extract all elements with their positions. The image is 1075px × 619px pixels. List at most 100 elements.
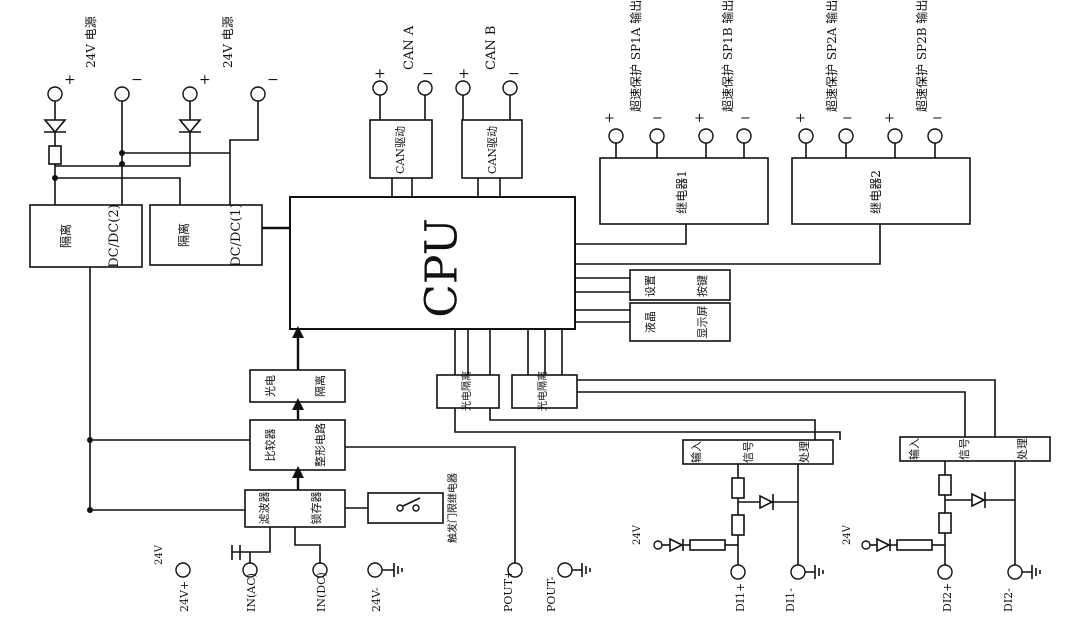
sign: +: [604, 111, 615, 126]
di2-minus-terminal: [1007, 564, 1023, 580]
diode-icon: [876, 537, 891, 553]
fuse-icon: [48, 145, 62, 165]
input2-line2: 信号: [958, 438, 971, 460]
lcd-line2: 显示屏: [696, 306, 709, 339]
sp2b-minus-terminal: [927, 128, 943, 144]
can-a-plus-terminal: [372, 80, 388, 96]
can-b-label: CAN B: [484, 26, 499, 70]
input2-line3: 处理: [1016, 438, 1029, 460]
resistor-icon: [938, 512, 952, 534]
pout-minus-terminal: [557, 562, 573, 578]
settings-block: 设置 按键: [629, 269, 731, 301]
arrow-up-icon: [292, 398, 304, 410]
power1-minus-terminal: [114, 86, 130, 102]
can-driver-a-label: CAN驱动: [394, 126, 407, 174]
relay1-label: 继电器1: [675, 170, 689, 214]
sp2a-plus-terminal: [798, 128, 814, 144]
ground-icon: [1022, 565, 1041, 579]
relay1-block: [599, 157, 769, 225]
resistor-icon: [689, 539, 726, 551]
di1-circuit: DI1+ DI1- 24V: [632, 464, 824, 612]
can-section: + − + − CAN A CAN B CAN驱动 CAN驱动: [369, 25, 523, 197]
sp2b-label: 超速保护 SP2B 输出: [914, 0, 929, 112]
can-a-minus-terminal: [417, 80, 433, 96]
sp1b-minus-terminal: [736, 128, 752, 144]
cpu-label: CPU: [417, 218, 468, 318]
di1-minus-label: DI1-: [784, 588, 797, 612]
opto-iso-1-label: 光电隔离: [460, 371, 473, 411]
v24-label: 24V: [154, 544, 165, 565]
power1-plus-sign: +: [64, 72, 76, 88]
sp1a-plus-terminal: [608, 128, 624, 144]
cpu-block: CPU: [289, 196, 576, 330]
ground-icon: [572, 563, 591, 577]
sp1b-label: 超速保护 SP1B 输出: [720, 0, 735, 112]
settings-line2: 按键: [695, 275, 709, 297]
can-driver-a-block: [369, 119, 433, 179]
arrow-up-icon: [292, 466, 304, 478]
di1-minus-terminal: [790, 564, 806, 580]
power2-minus-terminal: [250, 86, 266, 102]
in-dc-label: IN(DC): [315, 572, 328, 612]
can-a-minus-sign: −: [422, 66, 434, 82]
dcdc2-line1: 隔离: [58, 224, 73, 248]
power1-minus-sign: −: [131, 72, 143, 88]
input1-block: 输入 信号 处理: [682, 439, 834, 465]
output-section: 超速保护 SP1A 输出 超速保护 SP1B 输出 超速保护 SP2A 输出 超…: [575, 0, 971, 265]
resistor-icon: [938, 474, 952, 496]
opto-iso-2-label: 光电隔离: [536, 371, 549, 411]
comparator-block: 比较器 整形电路: [249, 419, 346, 471]
resistor-icon: [896, 539, 933, 551]
v24-terminal: [175, 562, 191, 578]
opto-block: 光电 隔离: [249, 369, 346, 403]
resistor-icon: [731, 514, 745, 536]
di2-plus-terminal: [937, 564, 953, 580]
diode-icon: [43, 119, 67, 134]
settings-line1: 设置: [644, 275, 657, 297]
pout-minus-label: POUT-: [545, 576, 558, 612]
comparator-line1: 比较器: [263, 429, 277, 462]
opto-iso-2-block: [511, 374, 578, 409]
sign: −: [740, 111, 751, 126]
power1-label: 24V 电源: [84, 16, 98, 68]
lcd-block: 液晶 显示屏: [629, 302, 731, 342]
sign: −: [652, 111, 663, 126]
sp1b-plus-terminal: [698, 128, 714, 144]
dcdc2-line2: DC/DC(2): [107, 204, 122, 268]
sp1a-minus-terminal: [649, 128, 665, 144]
power2-plus-sign: +: [199, 72, 211, 88]
v24-di1-label: 24V: [632, 524, 643, 545]
diode-icon: [669, 537, 684, 553]
dcdc2-block: 隔离 DC/DC(2): [29, 204, 143, 268]
relay2-label: 继电器2: [869, 170, 883, 214]
can-b-plus-sign: +: [458, 66, 470, 82]
can-b-minus-terminal: [502, 80, 518, 96]
opto-line2: 隔离: [313, 375, 327, 397]
can-driver-b-label: CAN驱动: [486, 126, 499, 174]
di2-plus-label: DI2+: [941, 583, 954, 612]
sign: +: [694, 111, 705, 126]
ground-icon: [382, 563, 403, 577]
di2-circuit: DI2+ DI2- 24V: [842, 461, 1041, 612]
input2-line1: 输入: [907, 438, 921, 460]
sign: −: [842, 111, 853, 126]
comparator-line2: 整形电路: [313, 423, 327, 467]
input1-line3: 处理: [798, 441, 811, 463]
input-terminals: 24V 24V+ IN(AC) IN(DC) 24V- POUT+ POUT-: [154, 527, 591, 612]
diode-icon: [971, 492, 986, 508]
switch-contact-icon: [412, 504, 420, 512]
door-relay-block: [367, 492, 444, 524]
power2-plus-terminal: [182, 86, 198, 102]
di2-minus-label: DI2-: [1002, 588, 1015, 612]
can-a-plus-sign: +: [374, 66, 386, 82]
filter-block: 滤波器 锁存器: [244, 489, 346, 528]
sp1a-label: 超速保护 SP1A 输出: [628, 0, 643, 112]
can-b-plus-terminal: [455, 80, 471, 96]
opto-iso-1-block: [436, 374, 500, 409]
input2-block: 输入 信号 处理: [899, 436, 1051, 462]
input1-line1: 输入: [689, 441, 703, 463]
diode-icon: [178, 119, 202, 134]
filter-line2: 锁存器: [309, 492, 323, 525]
pout-plus-terminal: [507, 562, 523, 578]
